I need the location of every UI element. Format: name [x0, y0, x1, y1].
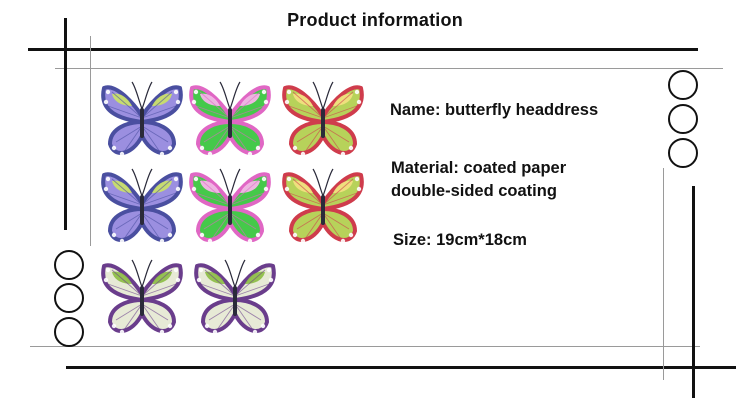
frame-line-right-thin	[663, 168, 664, 380]
ring-left-bottom	[54, 317, 84, 347]
frame-line-left-thick	[64, 18, 67, 230]
frame-line-left-thin	[90, 36, 91, 246]
butterfly-red-lime-1	[282, 81, 364, 157]
frame-line-bottom-thin	[30, 346, 700, 347]
ring-left-top	[54, 250, 84, 280]
frame-line-right-thick	[692, 186, 695, 398]
butterfly-blue-green-2	[101, 168, 183, 244]
butterfly-purple-cream-1	[101, 259, 183, 335]
page-title: Product information	[287, 10, 463, 30]
ring-left-middle	[54, 283, 84, 313]
material-text-line-2: double-sided coating	[391, 182, 557, 200]
butterfly-blue-green-1	[101, 81, 183, 157]
name-text: Name: butterfly headdress	[390, 101, 599, 119]
ring-right-top	[668, 70, 698, 100]
frame-line-top-thick	[28, 48, 698, 51]
frame-line-top-thin	[55, 68, 723, 69]
butterfly-red-lime-2	[282, 168, 364, 244]
butterfly-pink-green-1	[189, 81, 271, 157]
material-text-line-1: Material: coated paper	[391, 159, 567, 177]
ring-right-bottom	[668, 138, 698, 168]
butterfly-purple-cream-2	[194, 259, 276, 335]
frame-line-bottom-thick	[66, 366, 736, 369]
ring-right-middle	[668, 104, 698, 134]
size-text: Size: 19cm*18cm	[393, 231, 527, 249]
butterfly-pink-green-2	[189, 168, 271, 244]
